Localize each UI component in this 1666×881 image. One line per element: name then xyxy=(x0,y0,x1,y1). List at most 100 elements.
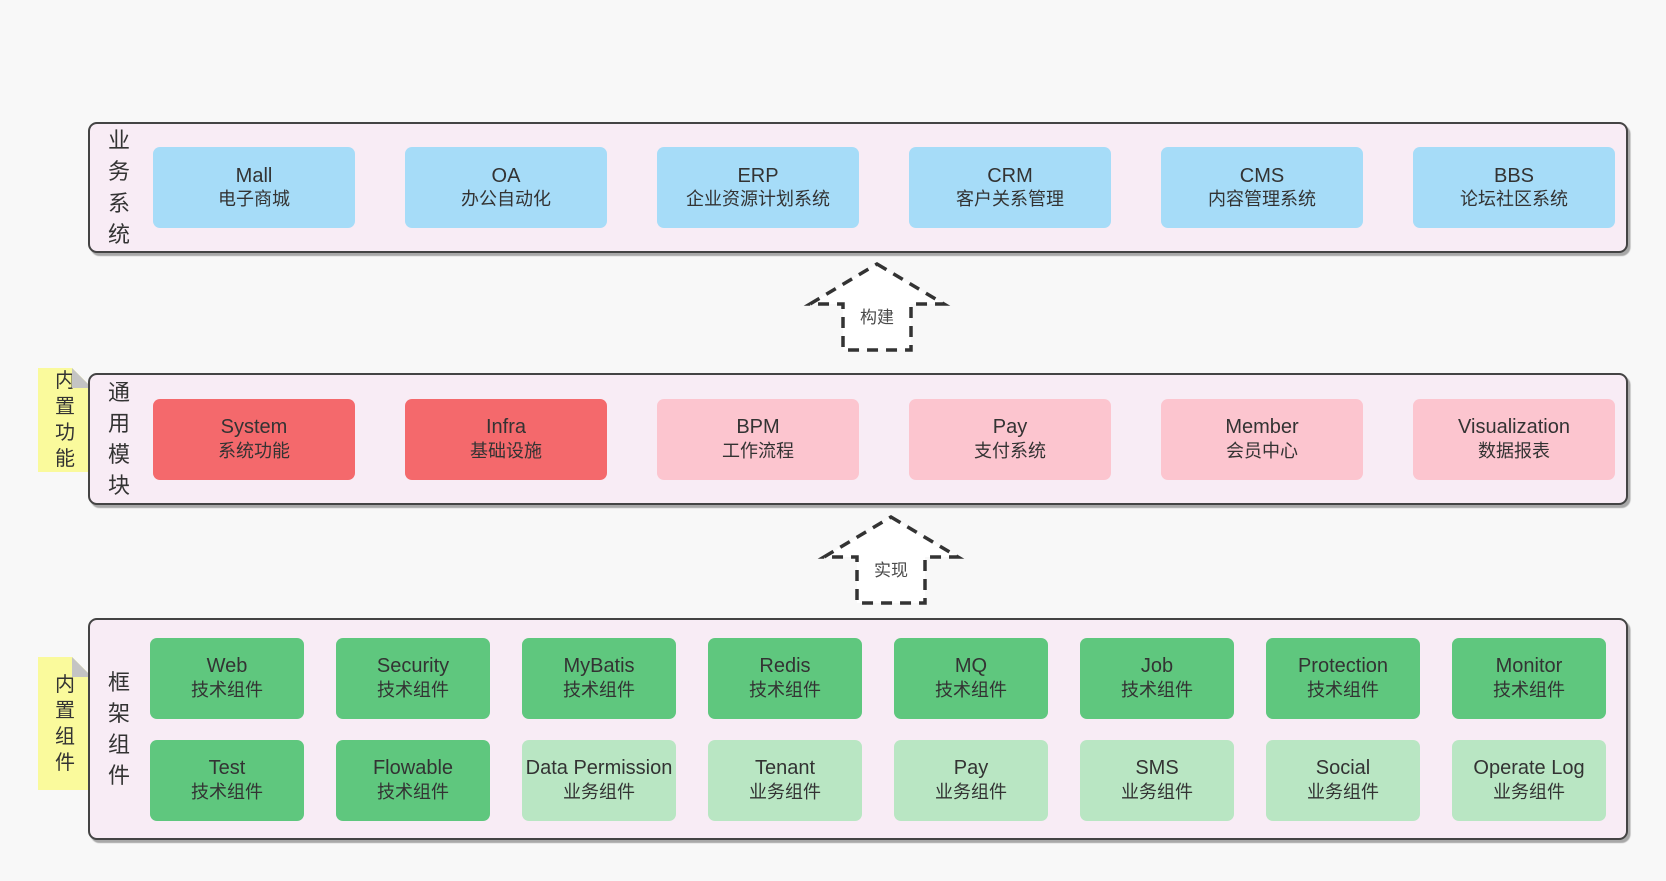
box-english-name: Mall xyxy=(235,164,273,187)
box-english-name: MQ xyxy=(954,655,988,678)
box-english-name: Pay xyxy=(992,416,1028,439)
box-english-name: Protection xyxy=(1297,655,1389,678)
box-chinese-desc: 会员中心 xyxy=(1226,440,1298,461)
box-chinese-desc: 支付系统 xyxy=(974,440,1046,461)
box-chinese-desc: 业务组件 xyxy=(935,781,1007,802)
note-label: 内置功能 xyxy=(55,370,75,470)
box-english-name: BPM xyxy=(736,416,780,439)
sticky-note-builtin-features: 内置功能 xyxy=(38,368,92,472)
build-arrow: 构建 xyxy=(803,261,951,352)
sticky-note-builtin-components: 内置组件 xyxy=(38,657,92,790)
box-chinese-desc: 技术组件 xyxy=(563,679,635,700)
box-english-name: BBS xyxy=(1493,164,1535,187)
box-english-name: Test xyxy=(208,757,246,780)
box-english-name: Web xyxy=(206,655,248,678)
box-english-name: OA xyxy=(491,164,521,187)
layer-label-business-systems: 业务系统 xyxy=(103,124,135,251)
box-english-name: MyBatis xyxy=(563,655,635,678)
arrow-label-background xyxy=(853,303,901,330)
arrow-label: 实现 xyxy=(874,561,908,580)
box-chinese-desc: 技术组件 xyxy=(749,679,821,700)
box-english-name: Redis xyxy=(759,655,811,678)
box-chinese-desc: 业务组件 xyxy=(749,781,821,802)
box-english-name: Monitor xyxy=(1495,655,1563,678)
box-english-name: Pay xyxy=(953,757,989,780)
layer-label-common-modules: 通用模块 xyxy=(103,375,135,503)
box-english-name: CRM xyxy=(987,164,1033,187)
box-english-name: Social xyxy=(1315,757,1371,780)
arrow-label: 构建 xyxy=(860,308,894,327)
box-chinese-desc: 业务组件 xyxy=(1493,781,1565,802)
box-chinese-desc: 技术组件 xyxy=(1307,679,1379,700)
box-chinese-desc: 系统功能 xyxy=(218,440,290,461)
box-chinese-desc: 技术组件 xyxy=(191,781,263,802)
box-chinese-desc: 技术组件 xyxy=(1121,679,1193,700)
folded-corner-icon xyxy=(72,657,92,677)
arrow-label-background xyxy=(867,556,915,583)
box-english-name: Job xyxy=(1140,655,1174,678)
box-chinese-desc: 基础设施 xyxy=(470,440,542,461)
implement-arrow: 实现 xyxy=(817,514,965,605)
box-chinese-desc: 技术组件 xyxy=(1493,679,1565,700)
layer-label-framework-components: 框架组件 xyxy=(103,620,135,838)
box-chinese-desc: 技术组件 xyxy=(191,679,263,700)
box-chinese-desc: 企业资源计划系统 xyxy=(686,189,830,209)
box-english-name: Security xyxy=(376,655,450,678)
layer-label-text: 业务系统 xyxy=(107,128,130,247)
box-english-name: Infra xyxy=(485,416,527,439)
box-chinese-desc: 电子商城 xyxy=(218,189,290,209)
layer-label-text: 框架组件 xyxy=(107,669,130,789)
box-chinese-desc: 技术组件 xyxy=(935,679,1007,700)
box-english-name: System xyxy=(220,416,288,439)
box-chinese-desc: 技术组件 xyxy=(377,679,449,700)
box-english-name: Visualization xyxy=(1458,416,1570,439)
box-chinese-desc: 办公自动化 xyxy=(461,189,551,209)
box-chinese-desc: 工作流程 xyxy=(722,440,794,461)
box-chinese-desc: 论坛社区系统 xyxy=(1460,189,1568,209)
box-chinese-desc: 业务组件 xyxy=(1121,781,1193,802)
box-english-name: CMS xyxy=(1239,164,1285,187)
box-english-name: Operate Log xyxy=(1473,757,1585,780)
folded-corner-icon xyxy=(72,368,92,388)
box-english-name: Member xyxy=(1225,416,1299,439)
box-english-name: Tenant xyxy=(754,757,816,780)
box-chinese-desc: 客户关系管理 xyxy=(956,189,1064,209)
box-chinese-desc: 业务组件 xyxy=(563,781,635,802)
box-chinese-desc: 业务组件 xyxy=(1307,781,1379,802)
box-english-name: SMS xyxy=(1135,757,1179,780)
box-chinese-desc: 数据报表 xyxy=(1478,440,1550,461)
box-english-name: ERP xyxy=(737,164,779,187)
note-label: 内置组件 xyxy=(55,673,75,774)
box-chinese-desc: 技术组件 xyxy=(377,781,449,802)
